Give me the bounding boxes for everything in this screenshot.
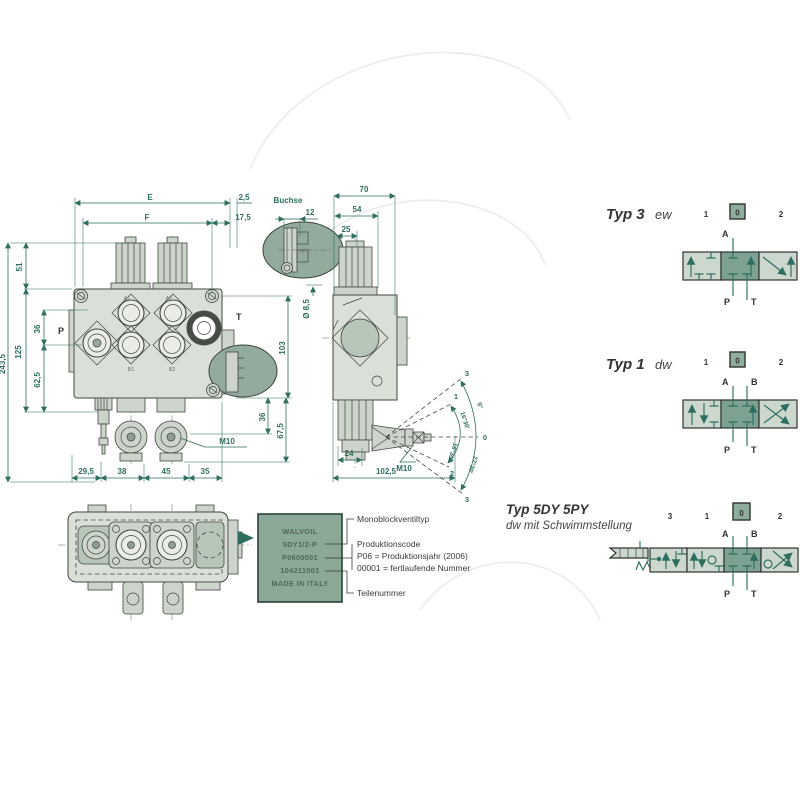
dim-36-right: 36 bbox=[258, 412, 267, 421]
typ1-title: Typ 1 bbox=[606, 356, 645, 373]
typ5-port-p: P bbox=[724, 589, 730, 599]
plate-brand: WALVOIL bbox=[282, 527, 317, 536]
symbol-typ1: Typ 1 dw 1 0 2 A B P T bbox=[606, 351, 798, 455]
dim-29-5: 29,5 bbox=[78, 467, 94, 476]
typ1-port-a: A bbox=[722, 377, 729, 387]
dim-E: E bbox=[147, 193, 153, 202]
typ5-pos-1: 1 bbox=[705, 512, 710, 521]
note-monoblock: Monoblockventiltyp bbox=[357, 514, 430, 524]
plate-part-number: 104211001 bbox=[280, 566, 319, 575]
dim-17-5: 17,5 bbox=[235, 213, 251, 222]
dim-67-5: 67,5 bbox=[276, 423, 285, 439]
typ3-subtitle: ew bbox=[655, 207, 673, 222]
dim-70: 70 bbox=[360, 185, 369, 194]
typ5-port-b: B bbox=[751, 529, 758, 539]
bottom-view bbox=[58, 504, 254, 620]
dim-dia-8-5: Ø 8,5 bbox=[302, 299, 311, 319]
typ1-pos-1: 1 bbox=[704, 358, 709, 367]
dim-35: 35 bbox=[201, 467, 210, 476]
front-extension-lines bbox=[10, 198, 292, 483]
side-view: 70 54 25 Ø 8,5 24 102,5 M10 3 1 0 2 3 9°… bbox=[302, 185, 487, 504]
typ1-pos-0-box bbox=[729, 351, 746, 368]
port-label-b1: B1 bbox=[128, 367, 135, 373]
symbol-typ5: Typ 5DY 5PY dw mit Schwimmstellung 3 1 0… bbox=[506, 502, 799, 599]
typ5-title: Typ 5DY 5PY bbox=[506, 502, 591, 517]
symbol-typ3: Typ 3 ew 1 0 2 A P T bbox=[606, 203, 798, 307]
dim-62-5: 62,5 bbox=[33, 372, 42, 388]
note-prodyear: P06 = Produktionsjahr (2006) bbox=[357, 551, 468, 561]
lever-pos-3-bottom: 3 bbox=[465, 495, 469, 504]
port-label-t: T bbox=[236, 312, 242, 322]
lever-pos-2: 2 bbox=[450, 469, 454, 478]
lever-pos-1: 1 bbox=[454, 392, 458, 401]
datum-label: -E- bbox=[299, 249, 307, 255]
dim-24: 24 bbox=[345, 449, 354, 458]
relief-valve bbox=[94, 397, 113, 455]
plate-origin: MADE IN ITALY bbox=[271, 579, 328, 588]
typ1-pos-0: 0 bbox=[735, 357, 740, 366]
angle-16-30-upper: 16°30' bbox=[458, 411, 471, 431]
port-label-p: P bbox=[58, 326, 64, 336]
detent-mechanism bbox=[608, 541, 655, 572]
note-teilenummer: Teilenummer bbox=[357, 588, 406, 598]
dim-36-left: 36 bbox=[33, 324, 42, 333]
typ1-port-b: B bbox=[751, 377, 758, 387]
lever-pos-3-top: 3 bbox=[465, 369, 469, 378]
typ5-pos-2: 2 bbox=[778, 512, 783, 521]
typ3-pos-0-box bbox=[729, 203, 746, 220]
port-label-b2: B2 bbox=[169, 367, 176, 373]
typ3-title: Typ 3 bbox=[606, 206, 645, 223]
note-serial: 00001 = fertlaufende Nummer bbox=[357, 563, 470, 573]
typ5-pos-3: 3 bbox=[668, 512, 673, 521]
dim-12: 12 bbox=[306, 208, 315, 217]
front-view: E 2,5 F 17,5 243,5 51 125 36 62,5 103 36… bbox=[0, 193, 292, 483]
mounting-bolts bbox=[74, 289, 220, 397]
dim-45: 45 bbox=[162, 467, 171, 476]
typ3-port-a: A bbox=[722, 229, 729, 239]
typ5-port-t: T bbox=[751, 589, 757, 599]
typ3-pos-2: 2 bbox=[779, 210, 784, 219]
flange-bolts bbox=[112, 525, 191, 565]
buchse-detail: Buchse 12 -E- bbox=[262, 196, 344, 279]
typ1-port-t: T bbox=[751, 445, 757, 455]
dim-102-5: 102,5 bbox=[376, 467, 397, 476]
buchse-title: Buchse bbox=[274, 196, 303, 205]
dim-125: 125 bbox=[14, 345, 23, 359]
port-label-a2: A2 bbox=[166, 296, 173, 302]
dim-54: 54 bbox=[353, 205, 362, 214]
pointer-arrow-icon bbox=[238, 531, 254, 545]
typ3-port-t: T bbox=[751, 297, 757, 307]
dim-25: 25 bbox=[342, 225, 351, 234]
note-prodcode: Produktionscode bbox=[357, 539, 421, 549]
typ5-pos-0: 0 bbox=[739, 509, 744, 518]
typ3-pos-0: 0 bbox=[735, 209, 740, 218]
typ5-port-a: A bbox=[722, 529, 729, 539]
typ1-subtitle: dw bbox=[655, 357, 673, 372]
typ5-subtitle: dw mit Schwimmstellung bbox=[506, 520, 632, 532]
dim-51: 51 bbox=[15, 262, 24, 271]
lever-pos-0: 0 bbox=[483, 433, 487, 442]
plate-production-code: P0600001 bbox=[282, 553, 318, 562]
port-label-a1: A1 bbox=[124, 296, 131, 302]
typ1-pos-2: 2 bbox=[779, 358, 784, 367]
dim-103: 103 bbox=[278, 341, 287, 355]
angle-16-30-lower: 16°30' bbox=[446, 442, 459, 462]
typ3-pos-1: 1 bbox=[704, 210, 709, 219]
label-m10-side: M10 bbox=[396, 464, 412, 473]
dim-F: F bbox=[145, 213, 150, 222]
angle-27-30: 27°30' bbox=[466, 455, 479, 475]
plate-type: 5DY1/2-P bbox=[283, 540, 317, 549]
dim-2-5: 2,5 bbox=[238, 193, 250, 202]
dim-38: 38 bbox=[118, 467, 127, 476]
dim-243-5: 243,5 bbox=[0, 353, 7, 374]
typ5-pos-0-box bbox=[732, 502, 751, 521]
angle-9: 9° bbox=[475, 401, 485, 410]
typ1-port-p: P bbox=[724, 445, 730, 455]
name-plate-section: WALVOIL 5DY1/2-P P0600001 104211001 MADE… bbox=[257, 513, 470, 603]
front-dimension-lines bbox=[4, 200, 291, 483]
label-m10-front: M10 bbox=[219, 437, 235, 446]
typ3-port-p: P bbox=[724, 297, 730, 307]
